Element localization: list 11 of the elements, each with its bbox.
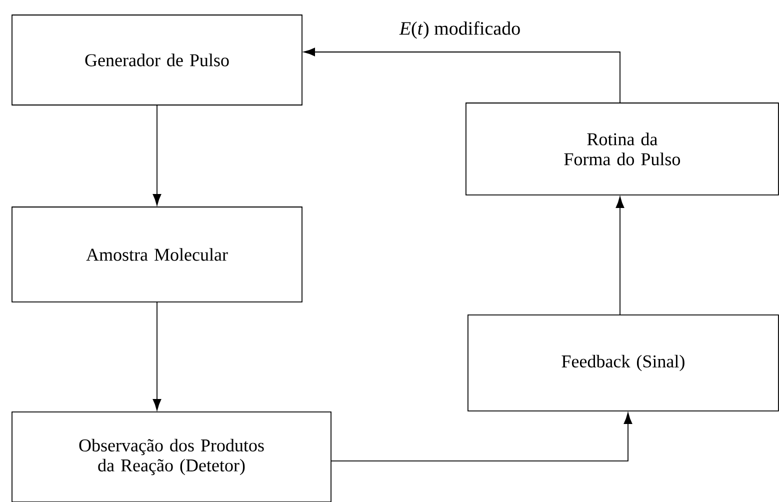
process-box: Amostra Molecular [12, 206, 302, 302]
process-box: Feedback (Sinal) [468, 314, 779, 412]
arrow [152, 302, 162, 410]
arrow [152, 104, 162, 206]
process-box: Rotina da Forma do Pulso [466, 102, 779, 196]
edge-label: E(t) modificado [398, 20, 522, 40]
process-box: Observação dos Produtos da Reação (Detetor) [12, 412, 332, 502]
process-box: Generador de Pulso [12, 14, 302, 106]
arrow [616, 196, 624, 316]
arrow [304, 48, 620, 104]
arrow [330, 412, 632, 462]
